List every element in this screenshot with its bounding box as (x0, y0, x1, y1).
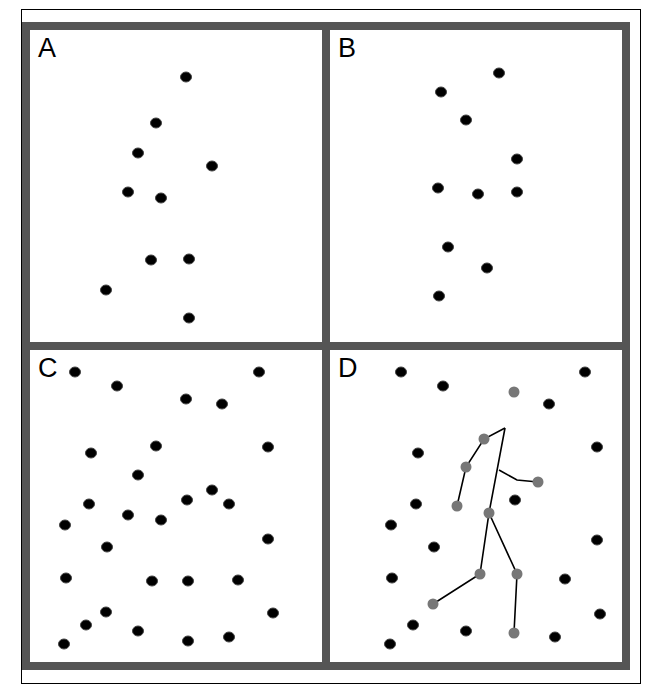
point-light-dot (133, 148, 144, 158)
panel: D (330, 350, 622, 662)
point-light-dot (434, 291, 445, 301)
point-light-dot (151, 118, 162, 128)
point-light-dot (133, 626, 144, 636)
point-light-dot (81, 620, 92, 630)
point-light-dot (147, 576, 158, 586)
point-light-dot (592, 442, 603, 452)
point-light-dot (512, 187, 523, 197)
point-light-dot (101, 285, 112, 295)
point-light-dot (595, 609, 606, 619)
point-light-dot (413, 448, 424, 458)
walker-dot (479, 434, 490, 445)
point-light-dot (387, 573, 398, 583)
point-light-dot (411, 499, 422, 509)
point-light-dot (429, 542, 440, 552)
point-light-dot (184, 313, 195, 323)
point-light-dot (156, 515, 167, 525)
panel: B (330, 30, 622, 342)
panel-border (326, 346, 626, 666)
point-light-dot (183, 636, 194, 646)
point-light-dot (592, 535, 603, 545)
panel: C (30, 350, 322, 662)
point-light-dot (443, 242, 454, 252)
walker-dot (509, 628, 520, 639)
point-light-dot (181, 72, 192, 82)
point-light-dot (59, 639, 70, 649)
panel-label: A (38, 35, 56, 62)
point-light-dot (133, 470, 144, 480)
point-light-dot (263, 534, 274, 544)
point-light-dot (408, 620, 419, 630)
point-light-dot (123, 187, 134, 197)
point-light-dot (86, 448, 97, 458)
point-light-dot (494, 68, 505, 78)
point-light-dot (510, 495, 521, 505)
point-light-dot (207, 485, 218, 495)
point-light-dot (268, 608, 279, 618)
panel-border (26, 26, 326, 346)
point-light-dot (580, 367, 591, 377)
walker-dot (452, 501, 463, 512)
point-light-dot (433, 183, 444, 193)
point-light-dot (482, 263, 493, 273)
point-light-dot (233, 575, 244, 585)
point-light-dot (84, 499, 95, 509)
point-light-dot (254, 367, 265, 377)
point-light-dot (61, 573, 72, 583)
point-light-dot (436, 87, 447, 97)
point-light-dot (512, 154, 523, 164)
panel-label: D (338, 355, 358, 382)
stick-figure-line (433, 428, 505, 604)
walker-dot (509, 387, 520, 398)
point-light-dot (184, 254, 195, 264)
panel-label: C (38, 355, 58, 382)
stick-figure-line (499, 470, 538, 482)
point-light-dot (438, 381, 449, 391)
point-light-dot (550, 632, 561, 642)
point-light-dot (156, 193, 167, 203)
walker-dot (533, 477, 544, 488)
walker-dot (475, 569, 486, 580)
point-light-dot (461, 115, 472, 125)
panel-label: B (338, 35, 356, 62)
point-light-dot (151, 441, 162, 451)
point-light-dot (224, 499, 235, 509)
point-light-dot (385, 639, 396, 649)
panel-border (326, 26, 626, 346)
point-light-dot (60, 520, 71, 530)
walker-dot (428, 599, 439, 610)
point-light-dot (544, 399, 555, 409)
walker-dot (512, 569, 523, 580)
point-light-dot (101, 607, 112, 617)
panel-border (26, 346, 326, 666)
outer-frame (22, 10, 641, 684)
walker-dot (461, 462, 472, 473)
point-light-dot (123, 510, 134, 520)
panel: A (30, 30, 322, 342)
point-light-dot (112, 381, 123, 391)
point-light-dot (224, 632, 235, 642)
point-light-dot (181, 394, 192, 404)
point-light-dot (183, 576, 194, 586)
point-light-dot (263, 442, 274, 452)
point-light-dot (461, 626, 472, 636)
point-light-dot (217, 399, 228, 409)
point-light-dot (473, 189, 484, 199)
point-light-dot (396, 367, 407, 377)
point-light-dot (386, 520, 397, 530)
point-light-dot (207, 161, 218, 171)
point-light-dot (182, 495, 193, 505)
walker-dot (484, 508, 495, 519)
point-light-dot (560, 574, 571, 584)
point-light-dot (102, 542, 113, 552)
point-light-dot (70, 367, 81, 377)
point-light-dot (146, 255, 157, 265)
